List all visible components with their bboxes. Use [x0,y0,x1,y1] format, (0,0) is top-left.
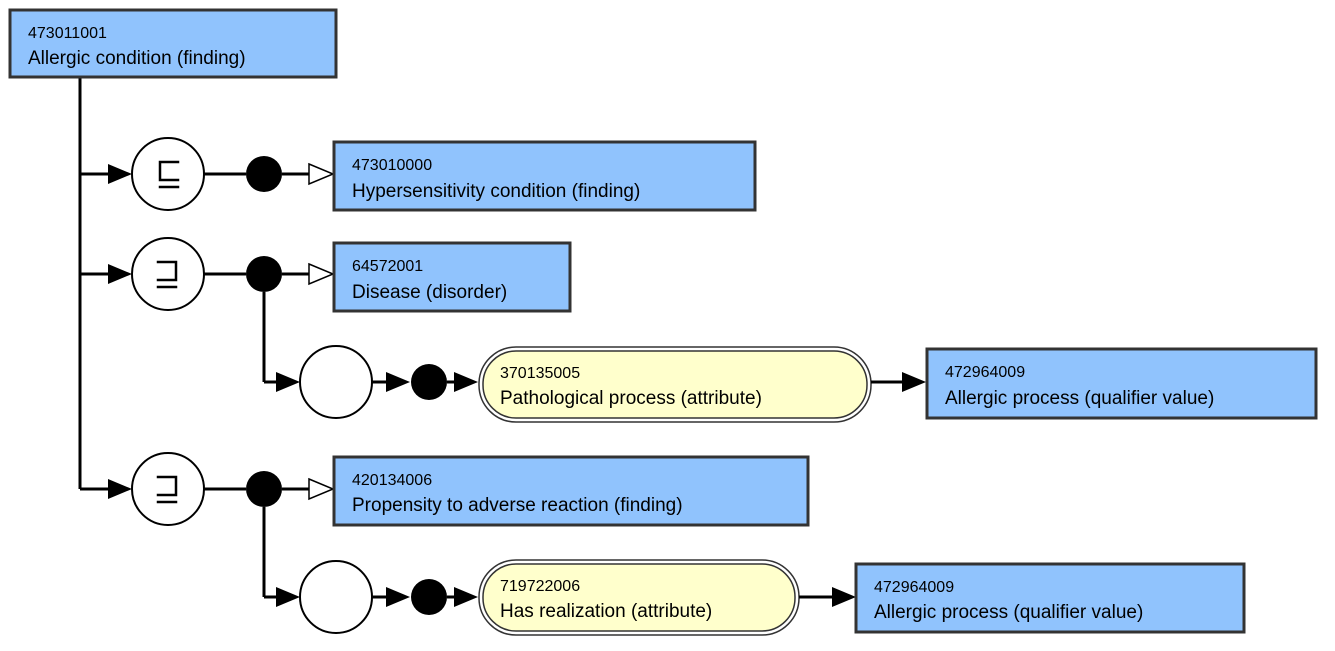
conjunction-dot [411,579,447,615]
open-arrow-head [308,477,335,501]
subsumed-by-operator [131,137,205,211]
attribute-term: Pathological process (attribute) [500,388,762,409]
conjunction-dot [246,156,282,192]
concept-id: 420134006 [352,472,432,489]
arrow-head [902,372,926,392]
conjunction-dot [411,364,447,400]
subsumes-operator [131,452,205,526]
group1-value-box[interactable]: 472964009 Allergic process (qualifier va… [925,347,1318,420]
arrow-head [276,587,300,607]
attribute-id: 370135005 [500,365,580,382]
parent-concept-box[interactable]: 473010000 Hypersensitivity condition (fi… [332,140,757,212]
arrow-head [108,479,132,499]
root-concept-box[interactable]: 473011001 Allergic condition (finding) [8,8,338,79]
value-term: Allergic process (qualifier value) [945,388,1214,409]
arrow-head [454,372,478,392]
group2-concept-box[interactable]: 420134006 Propensity to adverse reaction… [332,455,810,527]
value-id: 472964009 [874,579,954,596]
concept-term: Allergic condition (finding) [28,48,246,69]
conjunction-dot [246,471,282,507]
attribute-term: Has realization (attribute) [500,601,712,622]
concept-id: 473010000 [352,157,432,174]
subsumes-icon [156,260,178,289]
concept-id: 473011001 [28,25,107,42]
group1-concept-box[interactable]: 64572001 Disease (disorder) [332,241,572,313]
concept-term: Disease (disorder) [352,282,507,303]
arrow-head [108,264,132,284]
subsumes-icon [156,475,178,504]
arrow-head [276,372,300,392]
attribute-id: 719722006 [500,578,580,595]
arrow-head [454,587,478,607]
conjunction-dot [246,256,282,292]
group1-attribute-box[interactable]: 370135005 Pathological process (attribut… [478,346,872,423]
value-id: 472964009 [945,364,1025,381]
open-arrow-head [308,162,335,186]
arrow-head [386,372,410,392]
concept-term: Hypersensitivity condition (finding) [352,181,640,202]
relationship-group-operator [299,345,373,419]
relationship-group-operator [299,560,373,634]
group2-value-box[interactable]: 472964009 Allergic process (qualifier va… [854,562,1246,634]
subsumes-operator [131,237,205,311]
arrow-head [386,587,410,607]
concept-id: 64572001 [352,258,423,275]
arrow-head [108,164,132,184]
value-term: Allergic process (qualifier value) [874,602,1143,623]
subsumed-by-icon [158,160,180,189]
concept-term: Propensity to adverse reaction (finding) [352,495,683,516]
arrow-head [832,587,856,607]
group2-attribute-box[interactable]: 719722006 Has realization (attribute) [478,559,800,636]
open-arrow-head [308,262,335,286]
